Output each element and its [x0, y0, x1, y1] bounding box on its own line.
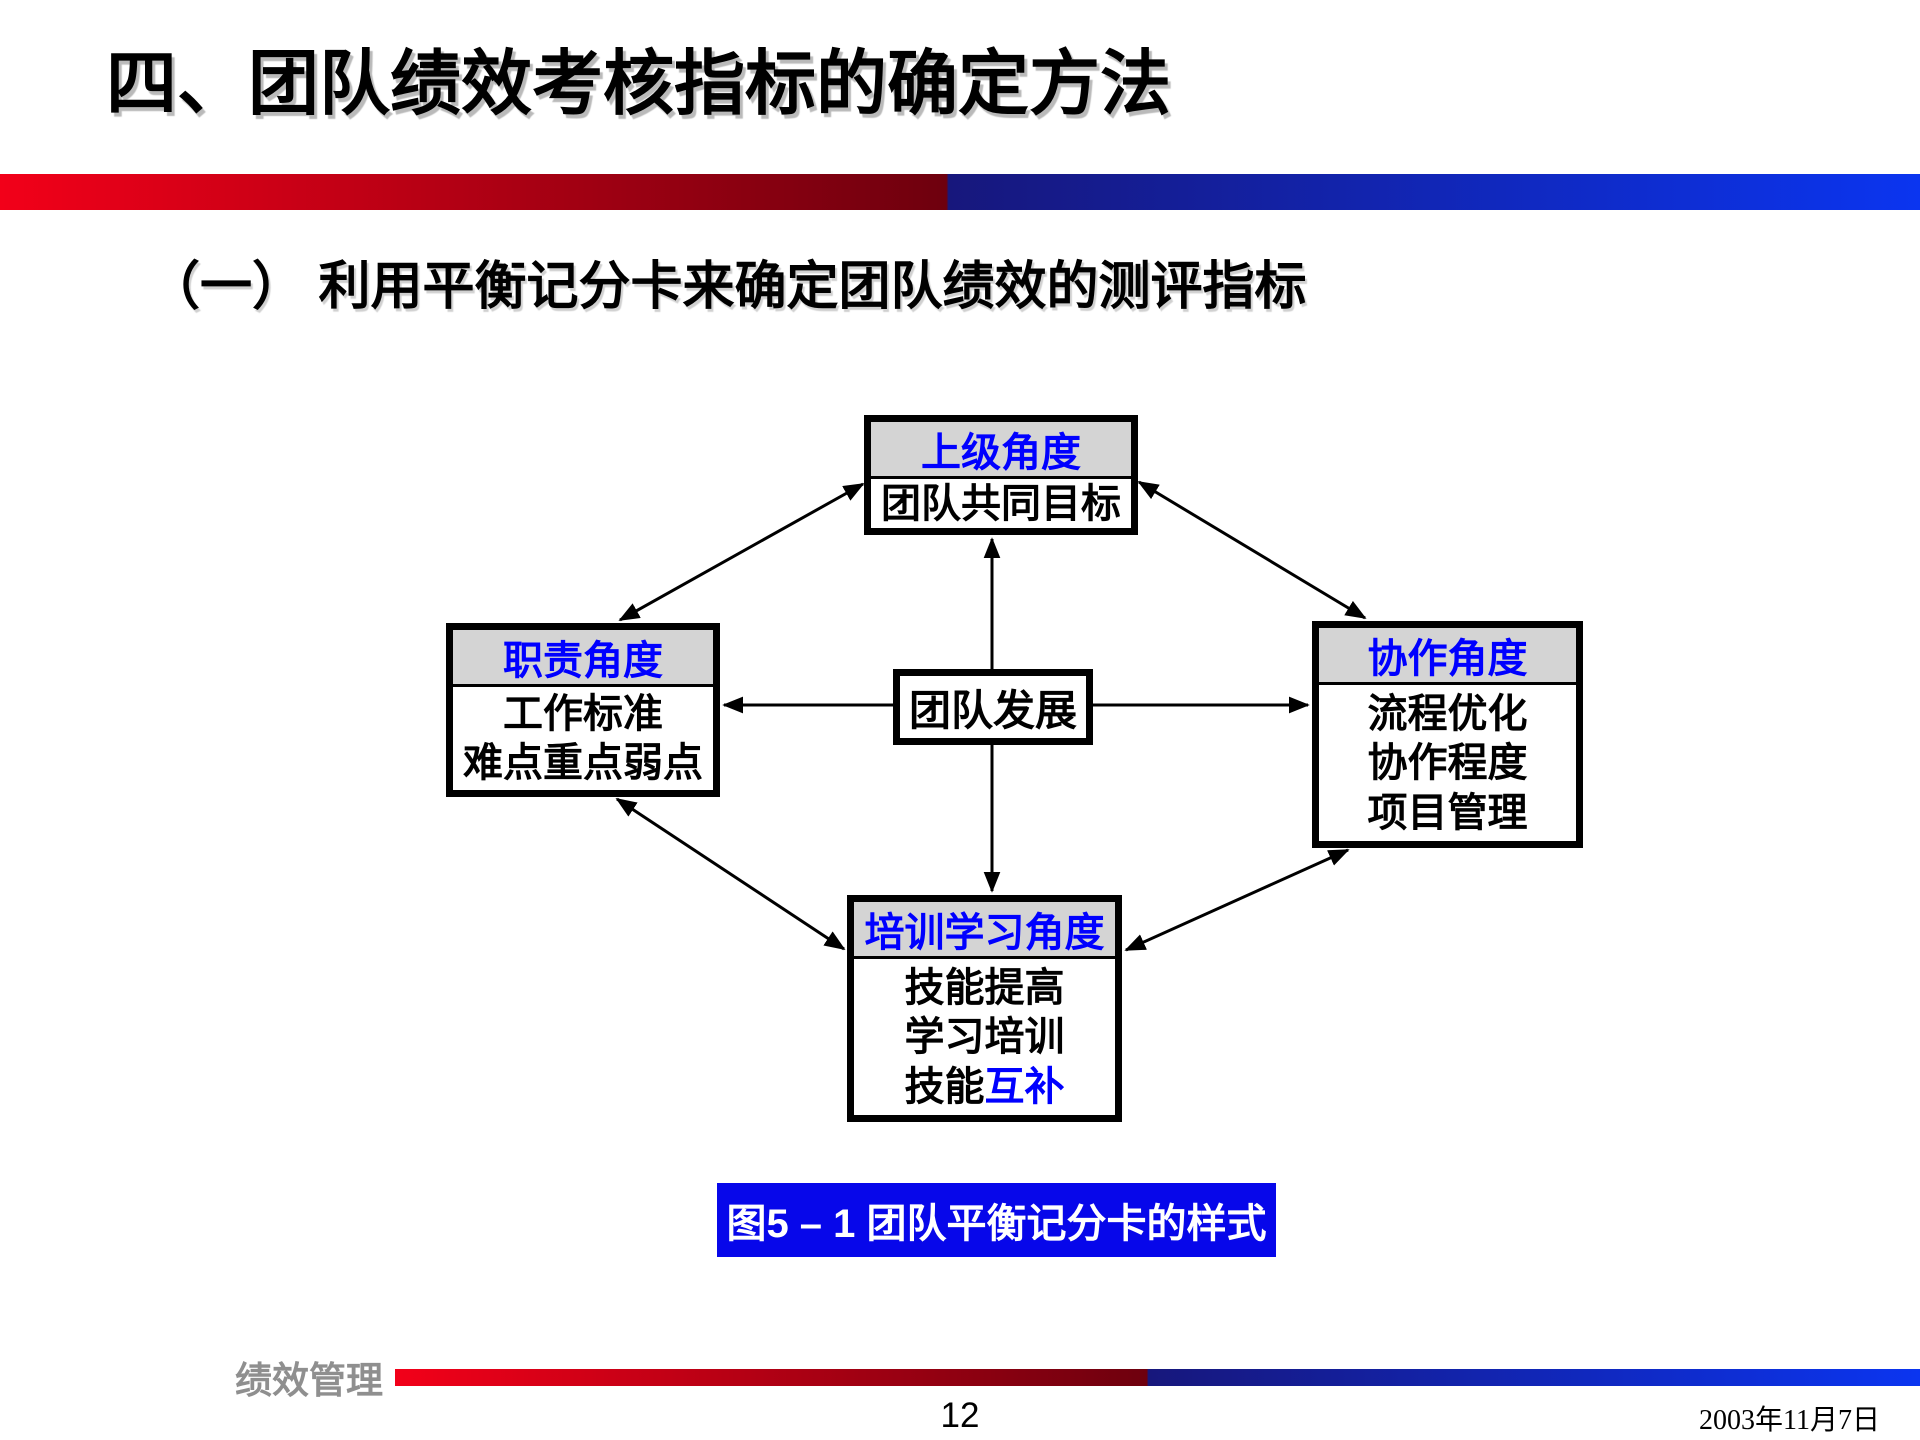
box-line-blue-part: 互补	[984, 1064, 1065, 1109]
responsibility-view-box-body: 工作标准 难点重点弱点	[453, 687, 713, 790]
superior-view-box-header: 上级角度	[871, 422, 1131, 479]
box-line-mixed: 技能互补	[905, 1064, 1065, 1110]
arrow-top-right-diagonal	[1137, 480, 1367, 620]
figure-caption: 图5 – 1 团队平衡记分卡的样式	[717, 1183, 1276, 1257]
superior-view-box: 上级角度 团队共同目标	[864, 415, 1138, 535]
box-line: 协作程度	[1367, 741, 1528, 785]
box-line: 团队共同目标	[881, 482, 1121, 526]
responsibility-view-box: 职责角度 工作标准 难点重点弱点	[446, 623, 720, 797]
box-line: 流程优化	[1367, 691, 1528, 736]
collaboration-view-box-header: 协作角度	[1319, 628, 1576, 685]
footer-course-label: 绩效管理	[235, 1360, 383, 1401]
slide-title: 四、团队绩效考核指标的确定方法	[106, 45, 1172, 124]
training-learning-view-box-header: 培训学习角度	[854, 902, 1115, 959]
slide-date: 2003年11月7日	[1699, 1405, 1880, 1436]
collaboration-view-box-body: 流程优化 协作程度 项目管理	[1319, 685, 1576, 841]
footer-accent-bar	[395, 1369, 1920, 1386]
box-line: 项目管理	[1367, 790, 1528, 835]
arrow-left-bottom-diagonal	[615, 797, 846, 951]
arrow-right-bottom-diagonal	[1124, 848, 1350, 952]
box-line: 难点重点弱点	[463, 740, 703, 785]
collaboration-view-box: 协作角度 流程优化 协作程度 项目管理	[1312, 621, 1583, 848]
superior-view-box-body: 团队共同目标	[871, 479, 1131, 529]
box-line: 工作标准	[503, 692, 663, 737]
box-line: 技能提高	[904, 965, 1065, 1010]
team-development-box: 团队发展	[893, 669, 1093, 745]
training-learning-view-box-body: 技能提高 学习培训 技能互补	[854, 959, 1115, 1115]
box-line: 学习培训	[904, 1015, 1065, 1059]
arrow-top-left-diagonal	[618, 482, 865, 622]
section-heading: （一） 利用平衡记分卡来确定团队绩效的测评指标	[148, 258, 1307, 316]
box-line-black-part: 技能	[904, 1064, 985, 1109]
header-accent-bar	[0, 174, 1920, 210]
page-number: 12	[940, 1396, 980, 1435]
training-learning-view-box: 培训学习角度 技能提高 学习培训 技能互补	[847, 895, 1122, 1122]
responsibility-view-box-header: 职责角度	[453, 630, 713, 687]
